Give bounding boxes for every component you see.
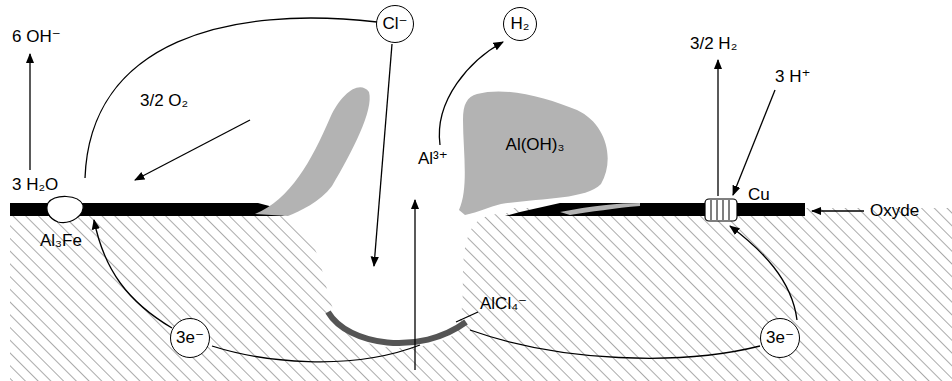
species-label: Cu — [748, 186, 770, 205]
species-circle: Cl⁻ — [376, 5, 414, 43]
species-label: Cl⁻ — [382, 15, 407, 34]
species-label: Al³⁺ — [418, 150, 448, 169]
species-label: Al₃Fe — [40, 232, 82, 251]
species-circle: H₂ — [503, 7, 537, 41]
species-label: Oxyde — [870, 202, 919, 221]
product-blob: Al(OH)₃ — [455, 88, 615, 216]
metal-substrate — [10, 208, 952, 381]
species-label: 3/2 O₂ — [140, 92, 188, 111]
species-label: 3e⁻ — [176, 329, 204, 348]
species-label: 3 H₂O — [12, 176, 58, 195]
corrosion-product — [255, 87, 370, 216]
corrosion-pit — [280, 205, 512, 348]
reaction-arrows — [30, 18, 864, 370]
species-label: 6 OH⁻ — [12, 28, 61, 47]
cu-stripes — [711, 200, 729, 220]
species-label: 3/2 H₂ — [690, 35, 737, 54]
species-circle: 3e⁻ — [760, 318, 800, 358]
al3fe-inclusion — [47, 196, 83, 222]
cu-inclusion — [705, 199, 737, 221]
species-circle: 3e⁻ — [170, 318, 210, 358]
species-label: 3 H⁺ — [775, 68, 810, 87]
species-label: AlCl₄⁻ — [480, 295, 527, 314]
corrosion-product — [560, 203, 640, 215]
species-label: 3e⁻ — [766, 329, 794, 348]
species-label: H₂ — [511, 15, 530, 34]
oxide-layer — [505, 203, 805, 216]
pit-bottom-film — [328, 312, 466, 343]
product-label: Al(OH)₃ — [506, 136, 565, 155]
